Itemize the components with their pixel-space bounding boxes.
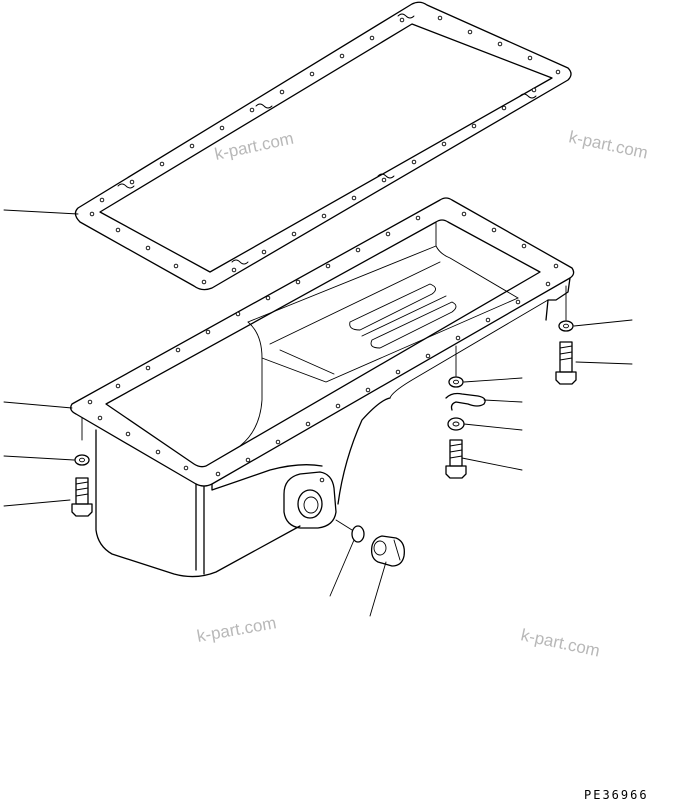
gasket-bolt-holes bbox=[89, 15, 561, 285]
washer-middle bbox=[448, 376, 464, 388]
pan-bolt-holes bbox=[87, 211, 559, 477]
watermark-top-right: k-part.com bbox=[567, 127, 649, 162]
watermark-bottom-left: k-part.com bbox=[195, 613, 277, 646]
bolt-middle bbox=[445, 439, 467, 479]
part-code: PE36966 bbox=[584, 788, 649, 802]
oil-pan-gasket bbox=[74, 1, 572, 291]
drain-plug-washer bbox=[351, 525, 365, 543]
watermark-top-left: k-part.com bbox=[213, 129, 295, 164]
bolt-right-upper bbox=[555, 341, 577, 385]
washer-left bbox=[74, 454, 90, 466]
washer-middle-lower bbox=[447, 417, 465, 431]
drain-boss bbox=[283, 471, 337, 529]
bolt-left bbox=[71, 477, 93, 517]
leader-lines bbox=[3, 209, 633, 617]
clip-middle bbox=[445, 392, 486, 411]
oil-pan bbox=[70, 197, 575, 578]
watermark-bottom-right: k-part.com bbox=[519, 625, 601, 660]
drain-plug bbox=[370, 535, 405, 567]
washer-right-upper bbox=[558, 320, 574, 332]
